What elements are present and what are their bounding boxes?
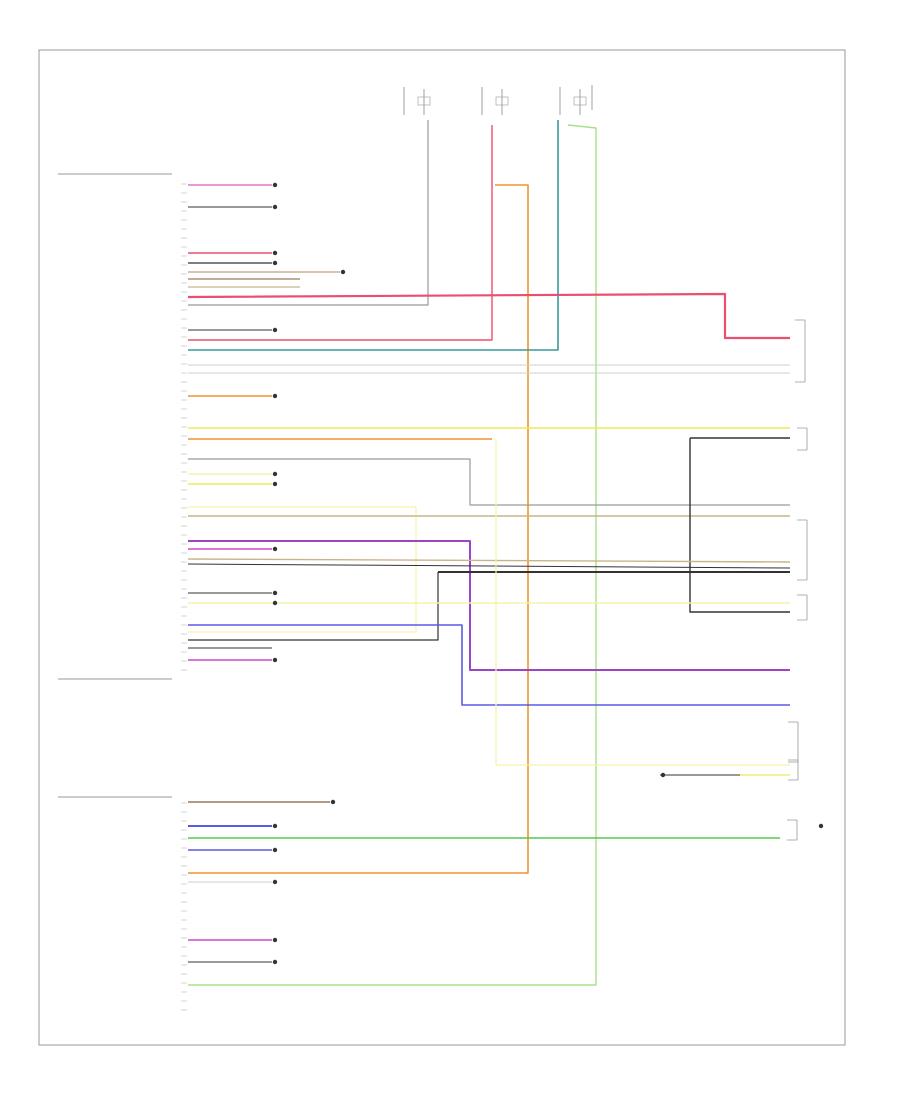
connector-marker-10 (272, 590, 278, 596)
wire-yellow-3 (495, 439, 790, 766)
connector-marker-2 (272, 250, 278, 256)
wire-purple-1 (188, 540, 790, 671)
wire-dark-2 (187, 563, 791, 569)
connector-marker-6 (272, 393, 278, 399)
right-component-5 (788, 759, 799, 781)
connector-marker-7 (272, 471, 278, 477)
connector-marker-1 (272, 204, 278, 210)
connector-marker-12 (272, 657, 278, 663)
diagram-frame (38, 49, 846, 1046)
fuse-symbol-1 (495, 96, 509, 106)
fuse-symbol-2 (573, 96, 587, 106)
connector-marker-20 (818, 823, 824, 829)
right-component-0 (795, 319, 806, 383)
right-component-6 (787, 819, 798, 841)
connector-marker-18 (272, 959, 278, 965)
connector-marker-17 (272, 937, 278, 943)
wires-layer (187, 120, 791, 986)
connector-marker-8 (272, 481, 278, 487)
connector-marker-19 (660, 772, 666, 778)
outer-border (38, 49, 846, 1046)
wire-fuse2-feed (188, 125, 493, 341)
wire-dark-return (689, 438, 790, 613)
connector-marker-0 (272, 182, 278, 188)
right-component-1 (797, 427, 808, 451)
right-component-3 (797, 594, 808, 621)
connector-marker-14 (272, 823, 278, 829)
connector-markers (272, 182, 824, 965)
connector-marker-15 (272, 847, 278, 853)
wire-red-main (187, 292, 790, 340)
connector-marker-16 (272, 879, 278, 885)
connector-marker-9 (272, 546, 278, 552)
connector-marker-4 (340, 269, 346, 275)
right-component-4 (788, 721, 799, 763)
connector-marker-3 (272, 260, 278, 266)
connector-marker-5 (272, 327, 278, 333)
wire-teal-feed (188, 120, 559, 351)
connector-marker-13 (330, 799, 336, 805)
wire-fuse1-feed (188, 120, 429, 306)
wire-dark-4 (188, 572, 439, 641)
connector-marker-11 (272, 600, 278, 606)
wire-blue-1 (188, 624, 790, 706)
fuse-symbol-0 (417, 96, 431, 106)
wire-orange-long (188, 184, 529, 874)
wire-tan-2 (187, 558, 791, 563)
wire-gray-3 (188, 458, 790, 506)
right-component-2 (797, 519, 808, 581)
wire-loop-1 (188, 506, 417, 633)
wire-lightgreen-long (188, 124, 597, 986)
